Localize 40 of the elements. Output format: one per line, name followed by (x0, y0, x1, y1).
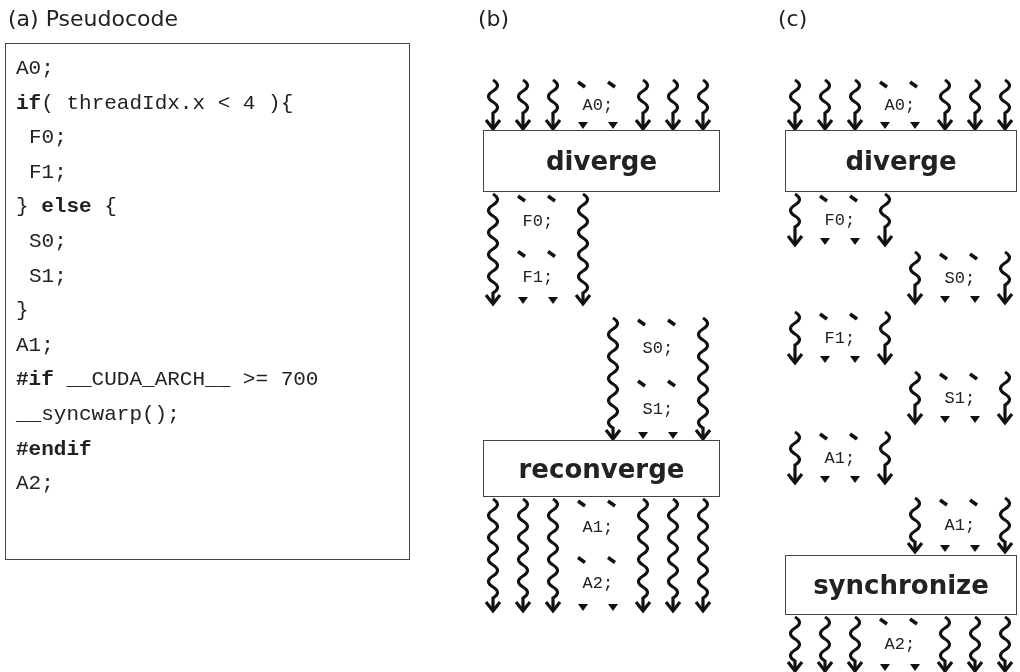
code-statement: A1; (824, 448, 856, 468)
code-statement: S0; (642, 339, 674, 358)
code-statement: F1; (824, 328, 856, 348)
code-line: __syncwarp(); (16, 401, 180, 428)
box-label: diverge (545, 146, 658, 176)
code-statement: F0; (824, 210, 856, 230)
code-statement: F1; (522, 267, 554, 287)
code-statement: A0; (884, 95, 916, 115)
panel-title: (c) (778, 6, 808, 31)
code-statement: A1; (944, 516, 976, 535)
code-line: } (16, 298, 29, 325)
code-line: } else { (16, 194, 117, 221)
diverge-box (785, 130, 1017, 192)
code-statement: F0; (522, 212, 554, 232)
code-statement: A0; (582, 95, 614, 115)
box-label: diverge (845, 146, 957, 176)
panel-title: (a) Pseudocode (8, 6, 178, 31)
code-statement: A2; (884, 635, 916, 654)
code-statement: S0; (944, 268, 976, 288)
code-line: F1; (28, 159, 67, 186)
box-label: reconverge (518, 453, 685, 484)
code-line: #if __CUDA_ARCH__ >= 700 (16, 367, 319, 394)
code-line: S0; (28, 228, 67, 255)
code-line: S1; (28, 263, 67, 290)
code-statement: A1; (582, 517, 614, 537)
code-statement: S1; (642, 400, 674, 419)
code-line: F0; (28, 125, 67, 152)
code-line: A1; (16, 332, 54, 359)
code-statement: S1; (944, 388, 976, 408)
code-line: #endif (16, 436, 92, 463)
code-line: if( threadIdx.x < 4 ){ (16, 90, 294, 117)
code-statement: A2; (582, 574, 614, 594)
synchronize-box (785, 555, 1017, 615)
code-line: A2; (16, 471, 54, 498)
code-line: A0; (16, 56, 54, 82)
diverge-box (483, 130, 720, 192)
box-label: synchronize (813, 570, 989, 600)
reconverge-box (483, 440, 720, 497)
panel-title: (b) (478, 6, 510, 31)
code-box (5, 43, 410, 560)
